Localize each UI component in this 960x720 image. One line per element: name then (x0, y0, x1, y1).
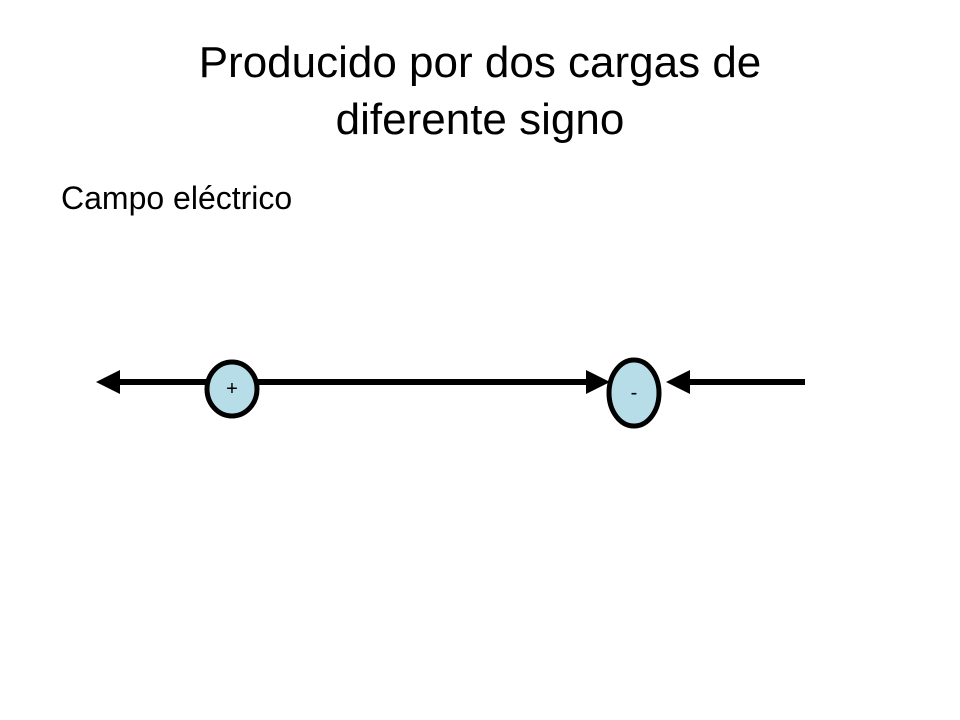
positive-charge: + (204, 359, 260, 419)
slide-title-line-2: diferente signo (335, 95, 625, 144)
positive-charge-label: + (226, 378, 238, 400)
subtitle: Campo eléctrico (61, 180, 293, 216)
slide-title-line-1: Producido por dos cargas de (198, 38, 762, 87)
arrowhead-middle (586, 370, 610, 394)
arrowhead-right (666, 370, 690, 394)
arrowhead-left (96, 370, 120, 394)
negative-charge-label: - (631, 382, 638, 404)
slide-title: Producido por dos cargas de diferente si… (0, 34, 960, 148)
negative-charge: - (606, 357, 662, 429)
